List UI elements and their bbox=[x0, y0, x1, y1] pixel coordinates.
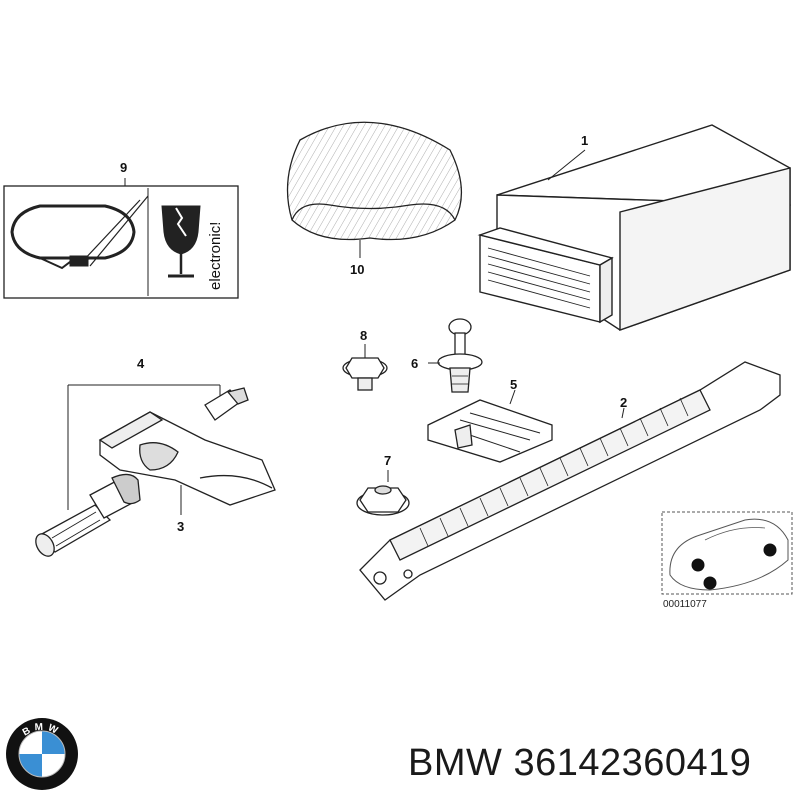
fragile-glass-icon bbox=[161, 205, 201, 278]
foam-pad-drawing bbox=[286, 121, 463, 258]
nut-with-washer-drawing bbox=[342, 344, 388, 391]
part-number: 36142360419 bbox=[513, 742, 752, 784]
valve-stem-drawing bbox=[35, 473, 141, 557]
callout-1: 1 bbox=[581, 133, 588, 148]
callout-9: 9 bbox=[120, 160, 127, 175]
expansion-rivet-drawing bbox=[428, 318, 483, 393]
tire-pressure-sensor-drawing bbox=[35, 384, 276, 557]
cable-tie-strap-drawing bbox=[359, 361, 781, 601]
hex-nut-drawing bbox=[356, 470, 410, 516]
parts-diagram: 1 2 3 4 5 6 7 8 9 10 electronic! 0001107… bbox=[3, 121, 793, 610]
callout-5: 5 bbox=[510, 377, 517, 392]
reference-number: 00011077 bbox=[663, 599, 707, 610]
vehicle-location-inset bbox=[661, 511, 793, 595]
callout-6: 6 bbox=[411, 356, 418, 371]
brand-name: BMW bbox=[408, 742, 503, 784]
brand-part-number-line: BMW 36142360419 bbox=[408, 742, 751, 785]
holder-bracket-drawing bbox=[427, 389, 553, 463]
bmw-logo-icon: BMW bbox=[6, 718, 78, 790]
control-unit-drawing bbox=[477, 124, 791, 331]
callout-8: 8 bbox=[360, 328, 367, 343]
callout-3: 3 bbox=[177, 519, 184, 534]
callout-4: 4 bbox=[137, 356, 145, 371]
callout-7: 7 bbox=[384, 453, 391, 468]
callout-2: 2 bbox=[620, 395, 627, 410]
warning-label-panel bbox=[3, 178, 239, 299]
electronic-warning-text: electronic! bbox=[207, 222, 224, 290]
callout-10: 10 bbox=[350, 262, 364, 277]
